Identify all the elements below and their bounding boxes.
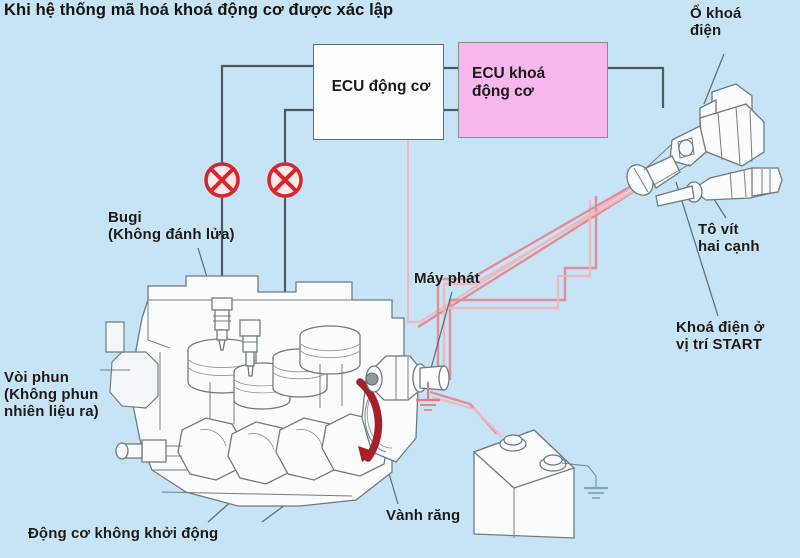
label-screwdriver: Tô vít hai cạnh <box>698 221 760 255</box>
leader-ignition-lock <box>703 53 725 105</box>
ignition-lock-cylinder <box>626 83 765 196</box>
wire-lock-to-starter-1 <box>448 196 598 380</box>
screwdriver <box>655 167 783 207</box>
piston-4 <box>299 325 361 408</box>
label-key-start-position: Khoá điện ở vị trí START <box>676 319 765 353</box>
leader-ring-gear <box>387 469 399 505</box>
rotation-arrow-icon <box>356 378 383 462</box>
label-engine-no-start: Động cơ không khởi động <box>28 525 219 542</box>
label-ring-gear: Vành răng <box>386 507 461 524</box>
piston-group <box>187 325 361 424</box>
starter-motor <box>365 355 450 411</box>
label-ignition-lock: Ổ khoá điện <box>690 5 742 39</box>
no-spark-cross-left-icon <box>204 162 240 198</box>
wire-ecu-power-drop <box>406 138 420 324</box>
wire-battery-to-starter-b <box>431 395 503 438</box>
injector-part <box>239 319 261 377</box>
ecu-immobilizer-label: ECU khoá động cơ <box>472 65 546 100</box>
leader-starter <box>429 291 453 373</box>
leader-key-start <box>675 181 719 317</box>
ground-symbol-battery-icon <box>584 486 608 499</box>
wire-ecu-to-plug-1 <box>220 64 313 168</box>
label-spark-plug: Bugi (Không đánh lửa) <box>108 209 235 243</box>
ecu-engine-label: ECU động cơ <box>331 78 431 95</box>
ecu-immobilizer-box <box>458 42 608 138</box>
diagram-title: Khi hệ thống mã hoá khoá động cơ được xá… <box>4 1 394 19</box>
label-starter: Máy phát <box>414 270 480 287</box>
spark-plug-part <box>211 297 233 351</box>
engine-assembly <box>100 275 419 507</box>
no-spark-cross-right-icon <box>267 162 303 198</box>
wire-ecu-power-to-lock-b <box>417 185 642 329</box>
label-injector: Vòi phun (Không phun nhiên liệu ra) <box>4 369 99 420</box>
ground-symbol-starter-icon <box>416 382 440 411</box>
wire-ecu-to-plug-2 <box>283 108 313 168</box>
ecu-engine-box <box>313 44 444 140</box>
battery <box>472 429 608 539</box>
wire-immo-to-ignition-lock <box>606 66 665 108</box>
